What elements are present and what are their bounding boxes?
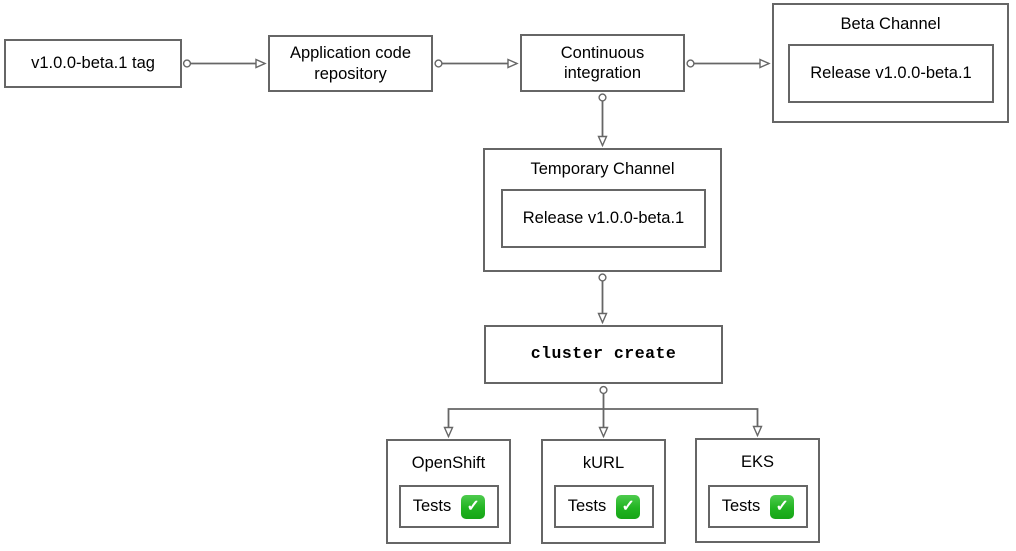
- node-continuous-integration: Continuous integration: [520, 34, 685, 92]
- eks-title: EKS: [740, 453, 775, 471]
- version-tag-label: v1.0.0-beta.1 tag: [31, 54, 155, 73]
- node-cluster-create: cluster create: [484, 325, 723, 384]
- openshift-tests-label: Tests: [412, 497, 452, 515]
- openshift-tests-box: Tests ✓: [399, 485, 499, 528]
- kurl-tests-box: Tests ✓: [554, 485, 654, 528]
- node-beta-channel: Beta Channel Release v1.0.0-beta.1: [772, 3, 1009, 123]
- temporary-channel-release-box: Release v1.0.0-beta.1: [501, 189, 706, 248]
- check-mark-icon: ✓: [616, 494, 641, 519]
- application-code-repository-label: Application code repository: [289, 44, 412, 83]
- check-mark-icon: ✓: [461, 494, 486, 519]
- temporary-channel-title: Temporary Channel: [530, 160, 675, 178]
- openshift-tests-row: Tests ✓: [412, 494, 486, 519]
- cluster-create-label: cluster create: [530, 344, 677, 364]
- continuous-integration-label: Continuous integration: [560, 43, 645, 82]
- node-cluster-eks: EKS Tests ✓: [695, 438, 820, 543]
- node-version-tag: v1.0.0-beta.1 tag: [4, 39, 182, 88]
- eks-tests-row: Tests ✓: [721, 494, 795, 519]
- beta-channel-release-label: Release v1.0.0-beta.1: [810, 64, 972, 82]
- check-mark-icon: ✓: [770, 494, 795, 519]
- beta-channel-release-box: Release v1.0.0-beta.1: [788, 44, 994, 103]
- edge-cluster-create-to-openshift: [443, 408, 604, 439]
- kurl-title: kURL: [582, 454, 625, 472]
- kurl-tests-row: Tests ✓: [567, 494, 641, 519]
- openshift-title: OpenShift: [411, 454, 486, 472]
- temporary-channel-release-label: Release v1.0.0-beta.1: [522, 209, 685, 227]
- node-temporary-channel: Temporary Channel Release v1.0.0-beta.1: [483, 148, 722, 272]
- node-cluster-kurl: kURL Tests ✓: [541, 439, 666, 544]
- eks-tests-box: Tests ✓: [708, 485, 808, 528]
- beta-channel-title: Beta Channel: [840, 15, 941, 33]
- edge-cluster-create-to-eks: [603, 408, 763, 438]
- eks-tests-label: Tests: [721, 497, 761, 515]
- kurl-tests-label: Tests: [567, 497, 607, 515]
- node-application-code-repository: Application code repository: [268, 35, 433, 92]
- node-cluster-openshift: OpenShift Tests ✓: [386, 439, 511, 544]
